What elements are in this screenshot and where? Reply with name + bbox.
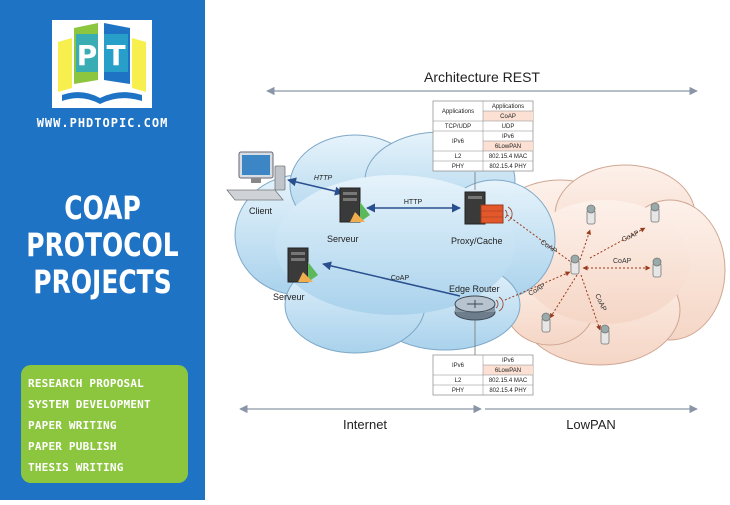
stack-cell: TCP/UDP [445,124,471,130]
proxy-label: Proxy/Cache [451,236,503,246]
edge-router-label: Edge Router [449,284,500,294]
stack-cell: IPv6 [502,134,515,140]
server-top-label: Serveur [327,234,359,244]
server-icon [339,187,370,223]
client-label: Client [249,206,273,216]
stack-cell: Applications [492,104,524,110]
coap-architecture-diagram: Architecture REST HTTP HTTP [205,0,730,500]
link-router-server [322,261,461,297]
services-box: RESEARCH PROPOSAL SYSTEM DEVELOPMENT PAP… [21,365,188,483]
website-url[interactable]: WWW.PHDTOPIC.COM [36,116,169,130]
logo-letter-t: T [106,39,125,72]
stack-cell: PHY [452,164,464,170]
stack-cell: L2 [455,154,462,160]
service-item: PAPER WRITING [28,419,117,432]
service-item: PAPER PUBLISH [28,440,117,453]
stack-cell: 802.15.4 PHY [489,164,526,170]
lowpan-label: LowPAN [566,417,616,432]
link-label-http: HTTP [404,199,423,206]
sensor-node-icon [541,202,662,345]
stack-cell: 802.15.4 MAC [489,378,528,384]
stack-cell: PHY [452,388,464,394]
service-item: SYSTEM DEVELOPMENT [28,398,151,411]
link-label-http: HTTP [314,175,333,182]
service-item: THESIS WRITING [28,461,124,474]
stack-cell: IPv6 [502,358,515,364]
stack-cell: 802.15.4 PHY [489,388,526,394]
headline-line: PROTOCOL [26,226,179,264]
internet-label: Internet [343,417,387,432]
server-bottom-label: Serveur [273,292,305,302]
stack-cell: CoAP [500,114,516,120]
link-label-coap: CoAP [391,275,410,282]
router-icon [454,295,504,321]
stack-cell: IPv6 [452,139,465,145]
stack-cell: IPv6 [452,363,465,369]
logo-letter-p: P [77,39,98,72]
phdtopic-logo: P T [52,20,152,108]
proxy-protocol-stack: Applications Applications CoAP TCP/UDP U… [432,100,534,172]
stack-cell: 6LowPAN [495,368,521,374]
stack-cell: L2 [455,378,462,384]
service-item: RESEARCH PROPOSAL [28,377,144,390]
coap-label: CoAP [613,258,632,265]
headline-line: PROJECTS [33,263,172,301]
headline-line: COAP [64,189,141,227]
page-headline: COAP PROTOCOL PROJECTS [0,190,205,301]
router-protocol-stack: IPv6 IPv6 6LowPAN L2 802.15.4 MAC PHY 80… [432,354,534,396]
server-icon [287,247,318,283]
sidebar: P T WWW.PHDTOPIC.COM COAP PROTOCOL PROJE… [0,0,205,500]
link-client-server [287,177,344,196]
stack-cell: UDP [502,124,515,130]
coap-mesh-links [504,214,651,331]
stack-cell: Applications [442,109,474,115]
diagram-title: Architecture REST [424,69,540,85]
stack-cell: 6LowPAN [495,144,521,150]
proxy-server-icon [464,191,513,225]
stack-cell: 802.15.4 MAC [489,154,528,160]
client-computer-icon [226,151,286,201]
